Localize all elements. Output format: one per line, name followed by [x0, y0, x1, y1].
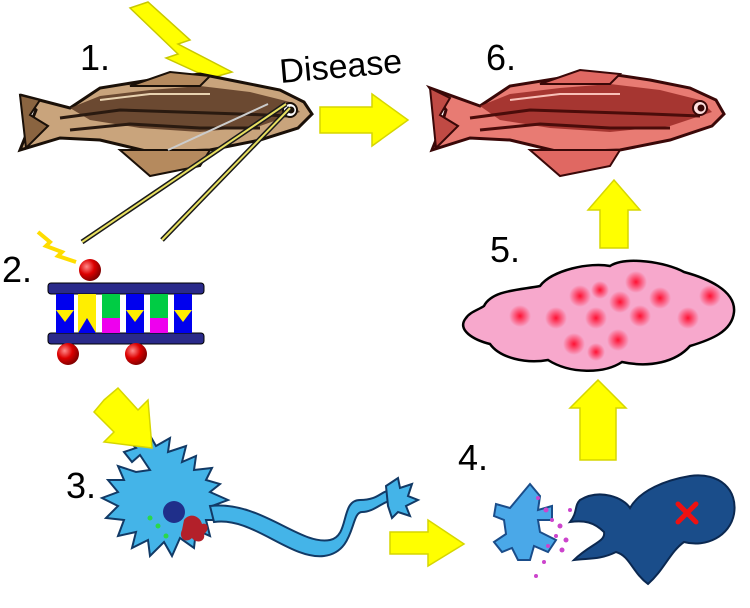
zoom-lines	[80, 101, 292, 245]
brain-lesion-markers	[509, 271, 721, 361]
defect-x-icon	[180, 515, 208, 542]
arrow-2-to-3	[92, 386, 153, 449]
arrow-4-to-5	[568, 378, 628, 461]
step-3-label: 3.	[66, 465, 96, 506]
arrow-3-to-4	[389, 518, 466, 568]
neurotransmitter-dots	[534, 496, 572, 578]
arrow-1-to-6	[319, 92, 410, 148]
synapse-icon	[492, 474, 736, 586]
disease-label: Disease	[278, 42, 404, 91]
step-5-label: 5.	[490, 229, 520, 270]
arrow-5-to-6	[586, 178, 642, 249]
small-lightning-bolt-icon	[36, 230, 77, 264]
brain-icon	[462, 259, 736, 372]
neuron-icon	[99, 429, 421, 559]
receptor-block-x-icon	[675, 501, 699, 525]
diseased-zebrafish-icon	[425, 68, 726, 178]
step-4-label: 4.	[458, 437, 488, 478]
step-1-label: 1.	[80, 37, 110, 78]
mutation-marker-icon	[57, 259, 147, 365]
step-2-label: 2.	[2, 249, 32, 290]
dna-ladder-icon	[47, 282, 205, 345]
step-6-label: 6.	[486, 37, 516, 78]
healthy-zebrafish-icon	[17, 70, 314, 178]
